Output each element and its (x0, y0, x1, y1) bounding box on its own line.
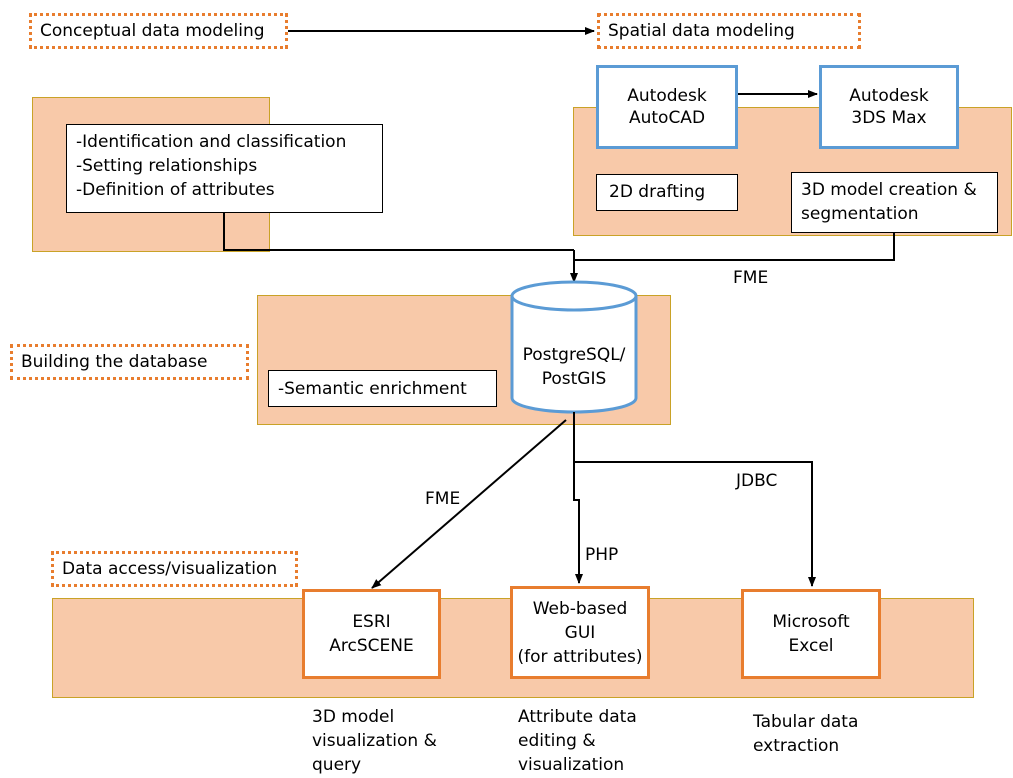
max-line-2: 3DS Max (851, 108, 927, 128)
excel-box: Microsoft Excel (741, 589, 881, 679)
esri-caption-2: visualization & (312, 731, 437, 751)
php-label: PHP (585, 545, 619, 565)
spatial-header: Spatial data modeling (597, 13, 861, 49)
esri-caption-1: 3D model (312, 707, 395, 727)
autocad-box: Autodesk AutoCAD (596, 65, 738, 149)
max-box: Autodesk 3DS Max (819, 65, 959, 149)
access-header-text: Data access/visualization (62, 558, 278, 579)
web-caption-1: Attribute data (518, 707, 637, 727)
fme-top-label: FME (733, 268, 769, 288)
fme-left-label: FME (425, 489, 461, 509)
database-cylinder (510, 280, 638, 414)
conceptual-header-text: Conceptual data modeling (40, 20, 265, 41)
task-attributes: -Definition of attributes (76, 180, 275, 200)
web-line-2: GUI (564, 622, 596, 643)
excel-caption: Tabular data extraction (753, 710, 858, 758)
task-identification: -Identification and classification (76, 132, 347, 152)
database-line-2: PostGIS (541, 369, 607, 389)
web-caption: Attribute data editing & visualization (518, 705, 637, 777)
database-line-1: PostgreSQL/ (522, 345, 626, 365)
arrow-db-to-web (573, 412, 583, 584)
creation-line-1: 3D model creation & (801, 180, 977, 200)
drafting-text: 2D drafting (609, 182, 706, 202)
esri-caption: 3D model visualization & query (312, 705, 437, 777)
drafting-box: 2D drafting (596, 174, 738, 211)
esri-line-2: ArcSCENE (329, 636, 414, 656)
arrow-db-to-excel (574, 461, 816, 587)
excel-line-2: Excel (788, 636, 834, 656)
esri-line-1: ESRI (352, 612, 391, 632)
web-gui-box: Web-based GUI (for attributes) (510, 586, 650, 679)
jdbc-label: JDBC (736, 471, 778, 491)
semantic-text: -Semantic enrichment (278, 379, 467, 399)
task-relationships: -Setting relationships (76, 156, 258, 176)
line-spatial-to-db (574, 233, 895, 261)
conceptual-task-box: -Identification and classification -Sett… (66, 124, 383, 213)
arrow-db-to-esri (371, 419, 567, 589)
esri-caption-3: query (312, 755, 362, 775)
autocad-line-2: AutoCAD (628, 108, 706, 128)
database-header-text: Building the database (21, 351, 208, 372)
excel-caption-1: Tabular data (753, 712, 859, 732)
web-caption-3: visualization (518, 755, 625, 775)
excel-caption-2: extraction (753, 736, 840, 756)
semantic-box: -Semantic enrichment (268, 370, 497, 407)
database-label: PostgreSQL/ PostGIS (512, 343, 636, 391)
web-line-1: Web-based (532, 598, 628, 619)
database-header: Building the database (10, 344, 249, 380)
access-header: Data access/visualization (51, 551, 298, 587)
max-line-1: Autodesk (849, 86, 929, 106)
spatial-header-text: Spatial data modeling (608, 20, 795, 41)
web-caption-2: editing & (518, 731, 596, 751)
line-conceptual-to-db (223, 213, 574, 251)
autocad-line-1: Autodesk (627, 86, 707, 106)
creation-box: 3D model creation & segmentation (791, 172, 998, 233)
excel-line-1: Microsoft (772, 612, 850, 632)
web-line-3: (for attributes) (517, 646, 643, 667)
conceptual-header: Conceptual data modeling (29, 13, 288, 49)
esri-box: ESRI ArcSCENE (302, 589, 441, 679)
creation-line-2: segmentation (801, 204, 919, 224)
